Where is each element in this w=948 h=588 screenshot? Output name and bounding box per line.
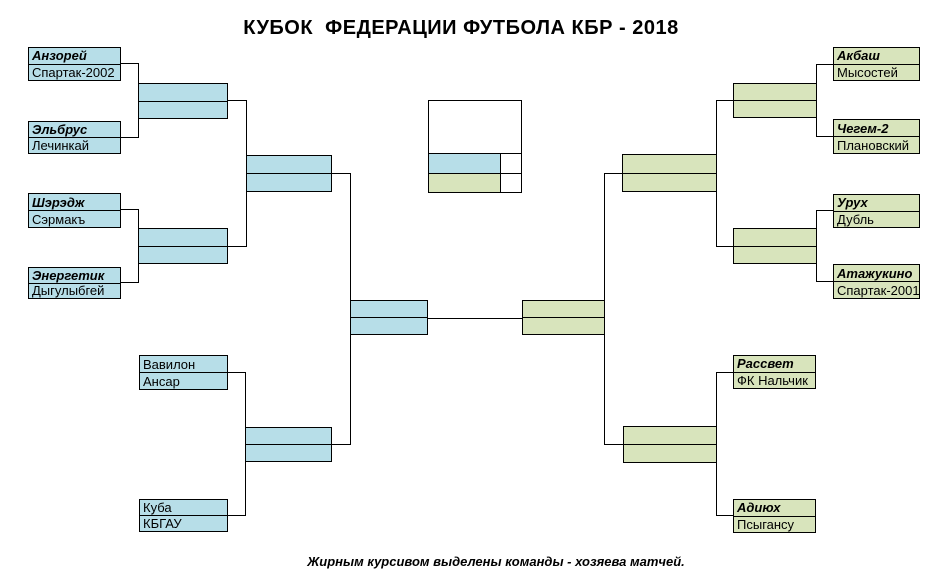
winner-slot-row	[623, 174, 716, 192]
team1-row: Вавилон	[140, 356, 227, 373]
final-right-name-cell	[429, 174, 500, 192]
team1-row: Акбаш	[834, 48, 919, 65]
winner-slot-row	[523, 301, 604, 318]
left-semifinal-slot-bottom	[245, 427, 332, 462]
team2-row: Плановский	[837, 137, 910, 153]
left-first-round-match-1: Анзорей Спартак-2002	[28, 47, 121, 81]
right-finalist-slot	[522, 300, 605, 335]
right-first-round-match-1: Акбаш Мысостей	[833, 47, 920, 81]
team1-row: Куба	[140, 500, 227, 516]
team1-row: Эльбрус	[29, 122, 120, 138]
right-second-round-match-1: Рассвет ФК Нальчик	[733, 355, 816, 389]
team2-row: Дыгулыбгей	[32, 283, 105, 298]
winner-slot-row	[139, 84, 227, 102]
team2-row: ФК Нальчик	[737, 372, 808, 388]
winner-slot-row	[734, 247, 816, 264]
winner-slot-row	[351, 301, 427, 318]
team1-row: Урух	[834, 195, 919, 212]
right-first-round-match-3: Урух Дубль	[833, 194, 920, 228]
legend-note: Жирным курсивом выделены команды - хозяе…	[307, 554, 685, 569]
winner-slot-row	[247, 156, 331, 174]
winner-slot-row	[623, 155, 716, 174]
team2-row: Дубль	[837, 211, 874, 227]
right-second-round-match-2: Адиюх Псыгансу	[733, 499, 816, 533]
team1-row: Шэрэдж	[29, 194, 120, 211]
left-quarterfinal-winner-slot-1	[138, 83, 228, 119]
winner-slot-row	[246, 428, 331, 445]
team1-row: Атажукино	[834, 265, 919, 282]
winner-slot-row	[139, 102, 227, 119]
left-finalist-slot	[350, 300, 428, 335]
team2-row: Спартак-2002	[32, 64, 115, 80]
winner-slot-row	[734, 101, 816, 117]
team2-row: Сэрмакъ	[32, 211, 86, 227]
team2-row: Псыгансу	[737, 516, 795, 532]
team2-row: КБГАУ	[143, 516, 182, 531]
left-first-round-match-3: Шэрэдж Сэрмакъ	[28, 193, 121, 228]
final-left-name-cell	[429, 154, 500, 173]
left-first-round-match-2: Эльбрус Лечинкай	[28, 121, 121, 154]
left-quarterfinal-winner-slot-2	[138, 228, 228, 264]
right-quarterfinal-winner-slot-2	[733, 228, 817, 264]
team2-row: Лечинкай	[32, 138, 90, 153]
left-first-round-match-4: Энергетик Дыгулыбгей	[28, 267, 121, 299]
winner-slot-row	[247, 174, 331, 191]
right-first-round-match-4: Атажукино Спартак-2001	[833, 264, 920, 299]
team2-row: Спартак-2001	[837, 282, 919, 298]
team2-row: Ансар	[143, 373, 180, 389]
final-row-left-finalist	[428, 153, 522, 174]
final-row-right-finalist	[428, 173, 522, 193]
team1-row: Анзорей	[29, 48, 120, 65]
winner-slot-row	[351, 318, 427, 334]
team1-row: Энергетик	[29, 268, 120, 284]
champion-slot	[428, 100, 522, 154]
right-first-round-match-2: Чегем-2 Плановский	[833, 119, 920, 154]
final-left-score-cell	[500, 154, 521, 173]
left-semifinal-slot-top	[246, 155, 332, 192]
final-right-score-cell	[500, 174, 521, 192]
winner-slot-row	[523, 318, 604, 334]
winner-slot-row	[734, 84, 816, 101]
team1-row: Адиюх	[734, 500, 815, 517]
tournament-title: КУБОК ФЕДЕРАЦИИ ФУТБОЛА КБР - 2018	[243, 17, 679, 39]
winner-slot-row	[624, 427, 716, 445]
winner-slot-row	[734, 229, 816, 247]
winner-slot-row	[246, 445, 331, 461]
team1-row: Рассвет	[734, 356, 815, 373]
team2-row: Мысостей	[837, 64, 898, 80]
left-second-round-match-1: Вавилон Ансар	[139, 355, 228, 390]
team1-row: Чегем-2	[834, 120, 919, 137]
right-semifinal-slot-bottom	[623, 426, 717, 463]
left-second-round-match-2: Куба КБГАУ	[139, 499, 228, 532]
right-semifinal-slot-top	[622, 154, 717, 192]
right-quarterfinal-winner-slot-1	[733, 83, 817, 118]
winner-slot-row	[624, 445, 716, 462]
winner-slot-row	[139, 229, 227, 247]
winner-slot-row	[139, 247, 227, 264]
